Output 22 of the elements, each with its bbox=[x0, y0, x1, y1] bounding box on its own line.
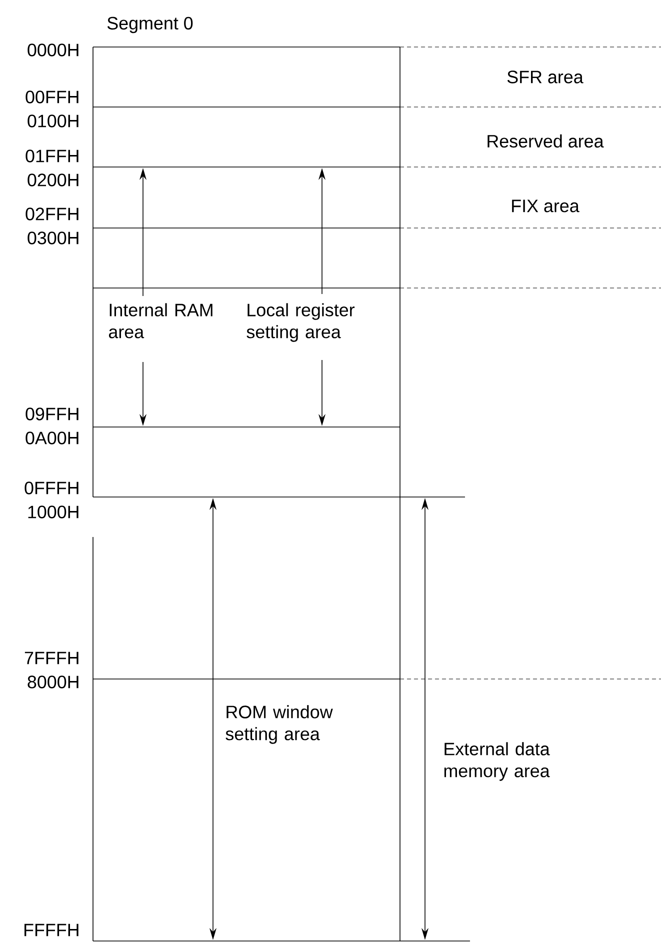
address-label: 09FFH bbox=[26, 408, 78, 420]
address-label: 0A00H bbox=[26, 432, 78, 444]
address-label: 0FFFH bbox=[24, 482, 78, 494]
range-label: Internal RAM area bbox=[108, 303, 212, 338]
address-label: 7FFFH bbox=[24, 652, 78, 664]
address-label: 1000H bbox=[28, 506, 78, 518]
address-label: FFFFH bbox=[24, 924, 78, 936]
range-label: ROM window setting area bbox=[226, 705, 333, 744]
address-label: 0200H bbox=[28, 174, 78, 186]
range-label: External data memory area bbox=[444, 742, 550, 781]
address-label: 0000H bbox=[28, 44, 78, 56]
address-label: 0300H bbox=[28, 232, 78, 244]
address-label: 00FFH bbox=[26, 90, 78, 104]
area-label: Reserved area bbox=[488, 134, 604, 148]
area-label: SFR area bbox=[507, 70, 584, 84]
range-label: Local register setting area bbox=[246, 303, 355, 342]
address-label: 0100H bbox=[28, 114, 78, 128]
address-label: 8000H bbox=[28, 676, 78, 688]
segment-title: Segment 0 bbox=[107, 16, 193, 34]
address-label: 02FFH bbox=[26, 208, 78, 220]
address-label: 01FFH bbox=[26, 150, 78, 162]
area-label: FIX area bbox=[512, 200, 580, 212]
